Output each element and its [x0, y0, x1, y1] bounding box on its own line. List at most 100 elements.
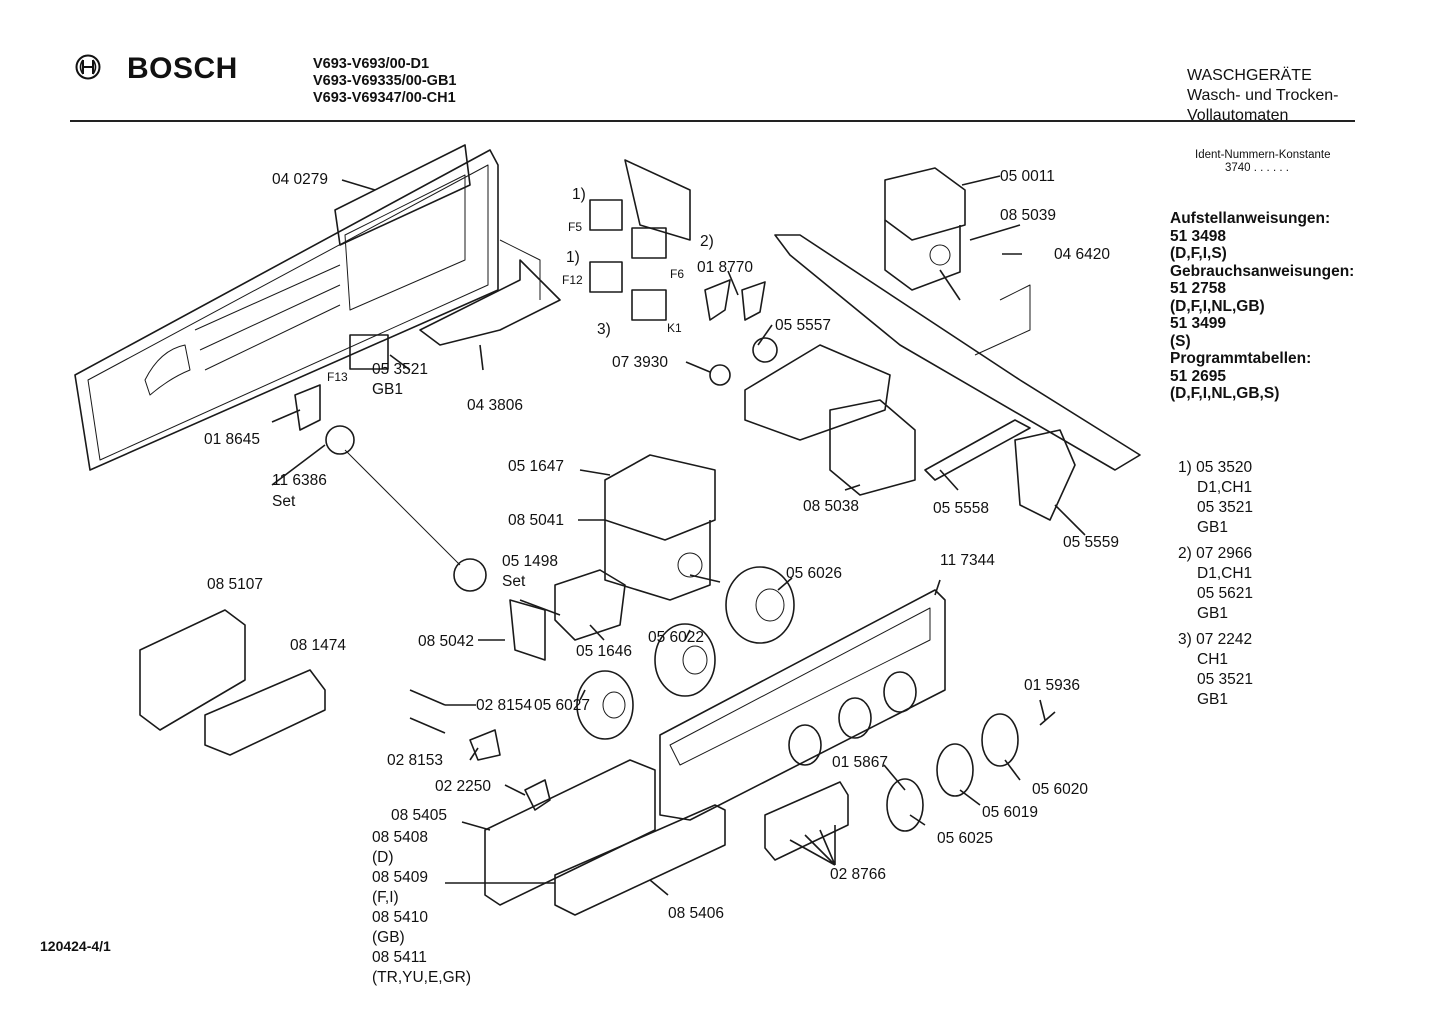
- part-label: 02 2250: [435, 778, 492, 795]
- part-label: (F,I): [372, 889, 399, 906]
- instruction-line: (D,F,I,NL,GB): [1170, 297, 1265, 315]
- footnote-head: 3) 07 2242: [1178, 631, 1253, 648]
- part-label: 04 3806: [467, 397, 524, 414]
- connector-block-part: [829, 399, 916, 496]
- footnote-head: 1) 05 3520: [1178, 459, 1253, 476]
- part-label: F12: [562, 273, 583, 287]
- part-label: 05 6025: [937, 830, 994, 847]
- pressure-switch-part: [294, 384, 487, 592]
- part-label: 08 5041: [508, 512, 565, 529]
- footnote-line: D1,CH1: [1197, 565, 1253, 582]
- clip-part: [469, 729, 501, 761]
- footnote-group: 1) 05 3520 D1,CH1 05 3521 GB1: [1178, 458, 1253, 538]
- footnote-marker: 2): [700, 233, 714, 250]
- footnote-marker: 1): [566, 249, 580, 266]
- model-number: V693-V69335/00-GB1: [313, 73, 457, 89]
- product-category: WASCHGERÄTE Wasch- und Trocken- Vollauto…: [1187, 66, 1338, 126]
- part-label: 02 8154: [476, 697, 533, 714]
- mount-plate-part: [744, 344, 891, 441]
- category-line: WASCHGERÄTE: [1187, 67, 1312, 84]
- part-label: 01 5936: [1024, 677, 1081, 694]
- part-label: 08 5039: [1000, 207, 1057, 224]
- rail-part: [774, 234, 1141, 471]
- part-label: 05 1498: [502, 553, 559, 570]
- drawing-number: 120424-4/1: [40, 938, 111, 954]
- part-label: 08 5038: [803, 498, 860, 515]
- instruction-line: (D,F,I,NL,GB,S): [1170, 385, 1280, 402]
- leader-lines: [271, 175, 1086, 896]
- part-label: 05 3521: [372, 361, 429, 378]
- part-label: 05 6027: [534, 697, 591, 714]
- switch-part: [704, 279, 778, 386]
- bosch-logo-icon: [75, 54, 101, 80]
- footnote-line: CH1: [1197, 651, 1229, 668]
- model-number: V693-V69347/00-CH1: [313, 90, 456, 106]
- footnotes: 1) 05 3520 D1,CH1 05 3521 GB1 2) 07 2966…: [1178, 458, 1253, 716]
- instructions-list: Aufstellanweisungen: 51 3498 (D,F,I,S) G…: [1170, 210, 1354, 403]
- footnote-line: 05 3521: [1197, 671, 1254, 688]
- part-label: 05 1646: [576, 643, 633, 660]
- part-label: 05 6022: [648, 629, 705, 646]
- part-label: F6: [670, 267, 685, 281]
- footnote-line: GB1: [1197, 605, 1229, 622]
- instruction-line: Aufstellanweisungen:: [1170, 210, 1331, 227]
- category-line: Vollautomaten: [1187, 107, 1289, 124]
- footnote-line: 05 3521: [1197, 499, 1254, 516]
- part-label: 08 5408: [372, 829, 429, 846]
- part-label: 05 5559: [1063, 534, 1120, 551]
- part-label: 08 1474: [290, 637, 347, 654]
- footnote-group: 2) 07 2966 D1,CH1 05 5621 GB1: [1178, 544, 1253, 624]
- part-label: 04 0279: [272, 171, 329, 188]
- part-label: 08 5410: [372, 909, 429, 926]
- part-label: 05 1647: [508, 458, 565, 475]
- part-label: 05 6019: [982, 804, 1039, 821]
- model-number: V693-V693/00-D1: [313, 56, 430, 72]
- part-label: 11 7344: [940, 552, 995, 569]
- ident-number-block: Ident-Nummern-Konstante 3740 . . . . . .: [1195, 149, 1331, 175]
- rear-panel-part: [74, 144, 499, 471]
- part-label: 02 8766: [830, 866, 887, 883]
- timer-part: [884, 167, 966, 301]
- part-label: 01 8645: [204, 431, 261, 448]
- footnote-line: GB1: [1197, 691, 1229, 708]
- footnote-line: 05 5621: [1197, 585, 1254, 602]
- part-label: 05 6026: [786, 565, 843, 582]
- knob-ring-part: [576, 566, 795, 740]
- part-label: Set: [272, 493, 296, 510]
- part-label: (GB): [372, 929, 405, 946]
- instruction-line: Gebrauchsanweisungen:: [1170, 262, 1355, 280]
- bracket-part: [419, 159, 691, 346]
- part-label: 08 5406: [668, 905, 725, 922]
- part-label: 04 6420: [1054, 246, 1111, 263]
- ident-value: 3740 . . . . . .: [1225, 162, 1289, 174]
- part-label: 01 8770: [697, 259, 754, 276]
- footnote-group: 3) 07 2242 CH1 05 3521 GB1: [1178, 630, 1253, 710]
- strip-part: [924, 419, 1031, 481]
- part-label: (TR,YU,E,GR): [372, 969, 472, 986]
- part-label: GB1: [372, 381, 404, 398]
- part-label: F5: [568, 220, 583, 234]
- fascia-part: [484, 759, 726, 916]
- part-label: 01 5867: [832, 754, 889, 771]
- brand-name: BOSCH: [127, 52, 238, 85]
- category-line: Wasch- und Trocken-: [1187, 87, 1339, 104]
- instruction-line: (D,F,I,S): [1170, 245, 1227, 262]
- part-label: 05 5557: [775, 317, 832, 334]
- footnote-line: GB1: [1197, 519, 1229, 536]
- push-button-part: [764, 781, 849, 861]
- screw-part: [1039, 711, 1056, 726]
- part-label: 11 6386: [272, 472, 327, 489]
- part-label: Set: [502, 573, 526, 590]
- part-label: 07 3930: [612, 354, 669, 371]
- main-timer-part: [604, 454, 721, 601]
- clip-part: [524, 779, 551, 811]
- footnote-line: D1,CH1: [1197, 479, 1253, 496]
- part-label: 08 5405: [391, 807, 448, 824]
- part-label: K1: [667, 321, 682, 335]
- part-label: 05 5558: [933, 500, 990, 517]
- part-label: 08 5107: [207, 576, 264, 593]
- instruction-line: 51 3498: [1170, 227, 1227, 245]
- part-label: 08 5409: [372, 869, 429, 886]
- part-label: (D): [372, 849, 394, 866]
